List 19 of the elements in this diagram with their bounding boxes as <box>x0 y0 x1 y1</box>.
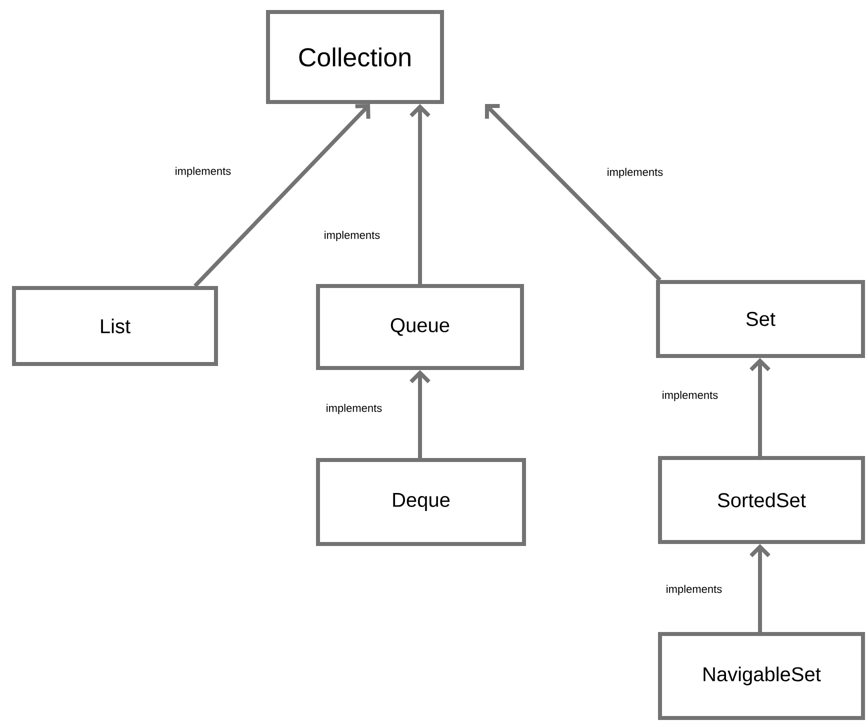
interface-box: Set <box>656 280 865 358</box>
interface-box: NavigableSet <box>658 632 865 720</box>
interface-box: Collection <box>266 10 444 104</box>
edge-label: implements <box>176 166 231 178</box>
arrow <box>750 544 770 632</box>
edge-label: implements <box>324 230 380 242</box>
interface-box: Queue <box>316 284 524 370</box>
edge-label: implements <box>608 168 663 178</box>
edge-label: implements <box>666 584 722 596</box>
interface-box: Deque <box>316 458 526 546</box>
edge-label: implements <box>326 404 382 414</box>
arrow <box>750 358 770 456</box>
interface-box: List <box>12 286 218 366</box>
arrow <box>194 104 370 288</box>
interface-box: SortedSet <box>658 456 865 544</box>
edge-label: implements <box>662 390 718 402</box>
arrow <box>484 104 662 282</box>
arrow <box>410 104 430 284</box>
arrow <box>410 370 430 458</box>
